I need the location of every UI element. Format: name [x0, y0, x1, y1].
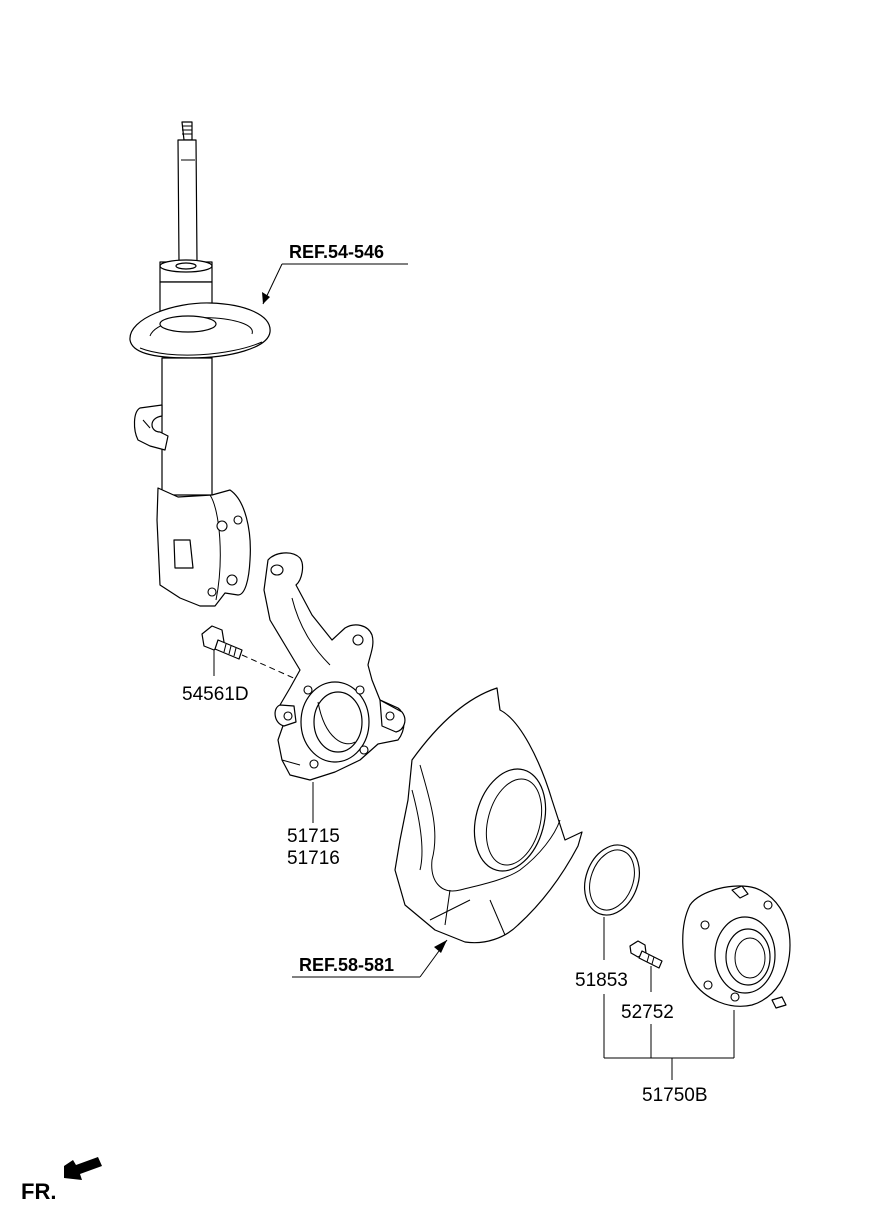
snap-ring-label: 51853	[575, 970, 628, 991]
hub-assembly-label: 51750B	[642, 1085, 708, 1106]
knuckle-label-left: 51715	[287, 826, 340, 847]
snap-ring[interactable]	[575, 837, 648, 960]
knuckle-label-right: 51716	[287, 848, 340, 869]
ref-strut-label: REF.54-546	[289, 242, 384, 262]
strut-assembly[interactable]	[129, 121, 408, 607]
dust-shield[interactable]	[292, 687, 583, 978]
wheel-hub-assembly[interactable]	[682, 885, 791, 1058]
hub-assembly-bracket	[603, 994, 734, 1080]
bolt-label: 54561D	[182, 684, 249, 705]
front-indicator-label: FR.	[21, 1179, 56, 1204]
hub-bolt-label: 52752	[621, 1002, 674, 1023]
knuckle-bolt[interactable]	[201, 625, 299, 681]
front-arrow-icon	[64, 1157, 102, 1180]
hub-bolt[interactable]	[629, 940, 663, 992]
steering-knuckle[interactable]	[263, 552, 406, 823]
ref-shield-label: REF.58-581	[299, 955, 394, 975]
